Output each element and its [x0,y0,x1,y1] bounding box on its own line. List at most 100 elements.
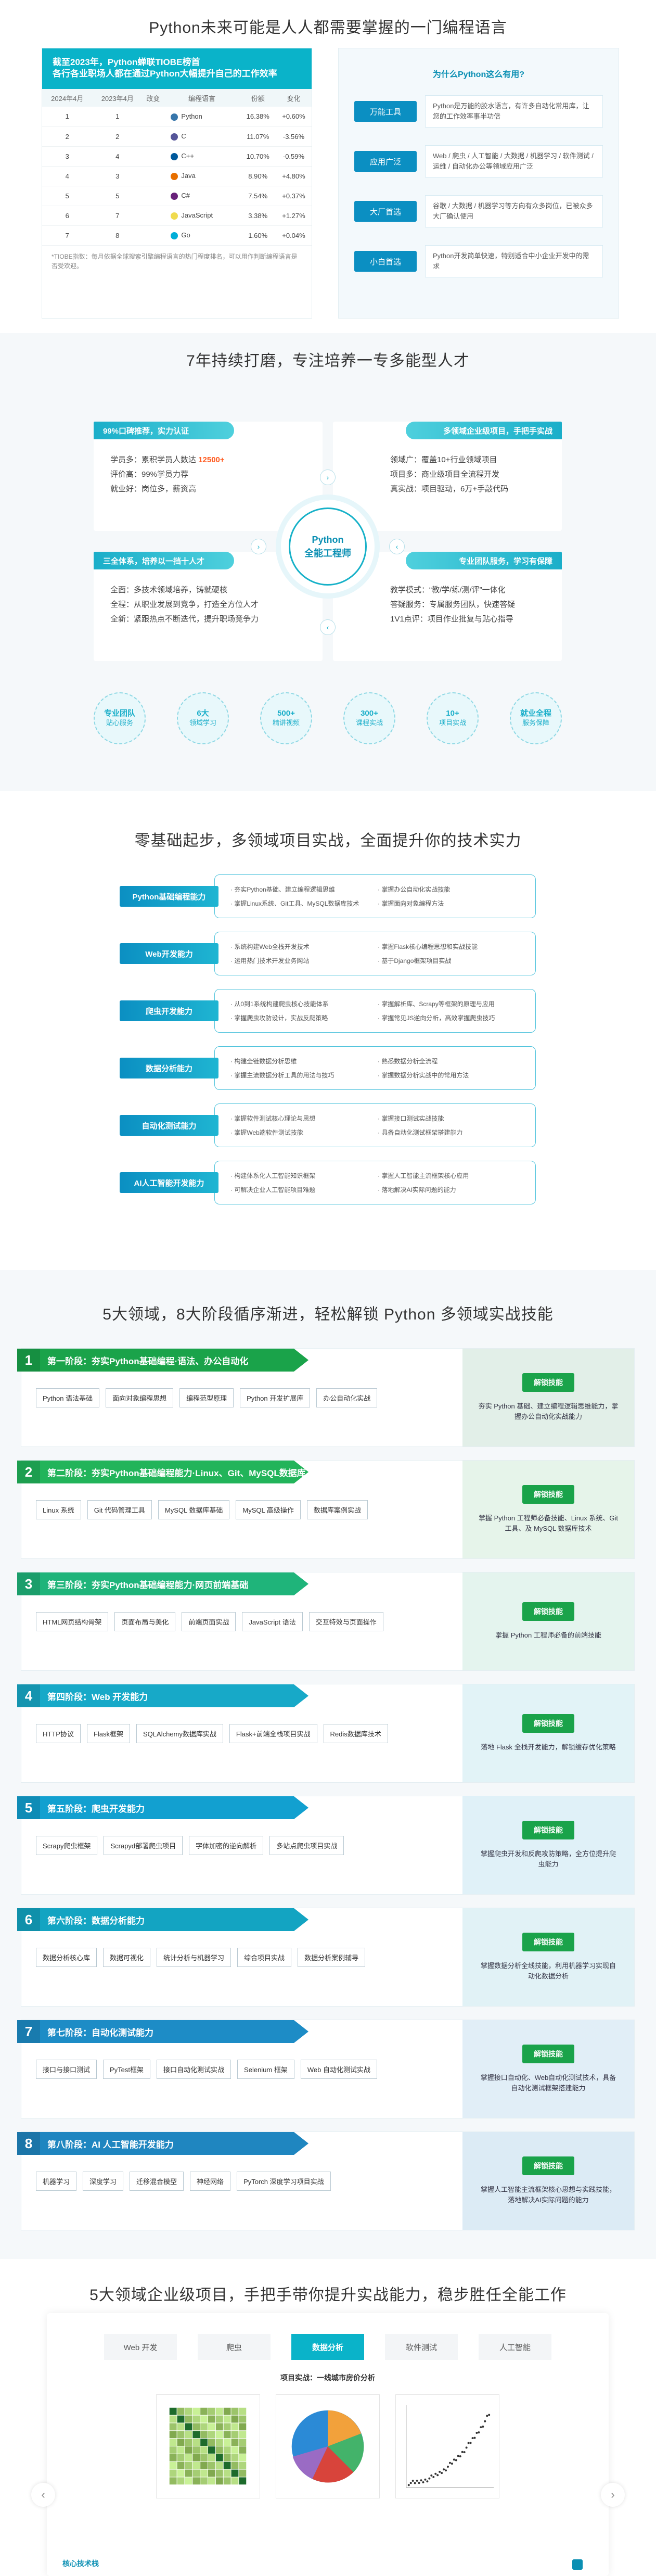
language-name: C++ [181,152,194,160]
stage-number: 3 [17,1572,40,1595]
card-body: 教学模式：“教/学/练/测/评”一体化 答疑服务：专属服务团队，快速答疑 1V1… [390,583,515,627]
language-cell: C++ [163,146,240,167]
feature-badge: 10+项目实战 [427,692,479,744]
unlock-skill-button[interactable]: 解锁技能 [522,1602,574,1621]
delta-value: -0.59% [275,146,312,167]
stage-unlock-panel: 解锁技能夯实 Python 基础、建立编程逻辑思维能力，掌握办公自动化实战能力 [462,1349,634,1446]
skill-point: 掌握数据分析实战中的常用方法 [378,1071,525,1080]
delta-value: +0.04% [275,225,312,246]
language-logo-icon [171,113,178,121]
stage-topic: Selenium 框架 [237,2060,294,2079]
project-tabs: Web 开发爬虫数据分析软件测试人工智能 [47,2334,609,2360]
badge-top: 6大 [197,709,209,718]
stage-description: 掌握 Python 工程师必备的前端技能 [495,1631,601,1639]
project-tab[interactable]: 数据分析 [291,2334,364,2360]
stage-topic: MySQL 高级操作 [236,1500,301,1519]
stage-title: 第四阶段：Web 开发能力 [47,1692,148,1702]
badge-bottom: 课程实战 [355,719,383,727]
next-arrow-icon[interactable]: › [601,2483,625,2507]
stage-number: 1 [17,1349,40,1372]
unlock-skill-button[interactable]: 解锁技能 [522,2045,574,2063]
card-header: 三全体系，培养以一挡十人才 [94,552,234,569]
why-text: Python是万能的胶水语言，有许多自动化常用库，让您的工作效率事半功倍 [425,95,603,128]
rank-current: 5 [42,186,93,206]
project-tab[interactable]: Web 开发 [104,2334,177,2360]
project-tab[interactable]: 软件测试 [385,2334,458,2360]
unlock-skill-button[interactable]: 解锁技能 [522,1485,574,1504]
feature-badge: 就业全程服务保障 [510,692,562,744]
card-header: 专业团队服务，学习有保障 [406,552,562,569]
advantage-card-system: 三全体系，培养以一挡十人才 全面：多技术领域培养，铸就硬核 全程：从职业发展到竞… [94,552,323,661]
stage-topic: 深度学习 [83,2172,124,2191]
skill-tag: Web开发能力 [120,943,218,964]
skill-point: 掌握常见JS逆向分析，高效掌握爬虫技巧 [378,1013,525,1022]
prev-arrow-icon[interactable]: ‹ [31,2483,55,2507]
unlock-skill-button[interactable]: 解锁技能 [522,1821,574,1839]
card-line: 领域广：覆盖10+行业领域项目 [390,455,497,464]
skill-point: 掌握爬虫攻防设计，实战反爬策略 [230,1013,378,1022]
badge-bottom: 项目实战 [439,719,466,727]
unlock-skill-button[interactable]: 解锁技能 [522,2156,574,2175]
stage-topic: PyTest框架 [103,2060,151,2079]
chevron-right-icon[interactable]: › [320,469,336,485]
why-tag: 大厂首选 [354,201,417,222]
card-body: 学员多：累积学员人数达 12500+ 评价高：99%学员力荐 就业好：岗位多，薪… [110,453,225,497]
table-header: 2024年4月 [42,89,93,107]
feature-badge: 6大领域学习 [177,692,229,744]
chevron-left-icon[interactable]: ‹ [320,619,336,635]
language-logo-icon [171,133,178,141]
unlock-skill-button[interactable]: 解锁技能 [522,1714,574,1733]
language-name: JavaScript [181,211,213,220]
project-tab[interactable]: 人工智能 [479,2334,551,2360]
feature-badge: 专业团队贴心服务 [94,692,146,744]
stage-unlock-panel: 解锁技能掌握人工智能主流框架核心思想与实践技能，落地解决AI实际问题的能力 [462,2132,634,2230]
why-text: Web / 爬虫 / 人工智能 / 大数据 / 机器学习 / 软件测试 / 运维… [425,145,603,177]
rank-previous: 8 [92,225,143,246]
badge-bottom: 精讲视频 [272,719,300,727]
why-item: 大厂首选谷歌 / 大数据 / 机器学习等方向有众多岗位，已被众多大厂确认使用 [354,195,603,227]
stage-title: 第六阶段：数据分析能力 [47,1915,145,1926]
skill-details: 构建全链数据分析思维熟悉数据分析全流程掌握主流数据分析工具的用法与技巧掌握数据分… [214,1046,536,1090]
rank-previous: 7 [92,206,143,226]
skill-tag: 自动化测试能力 [120,1115,218,1136]
stage-description: 落地 Flask 全栈开发能力，解锁缓存优化策略 [481,1743,616,1751]
project-tab[interactable]: 爬虫 [198,2334,271,2360]
badge-bottom: 领域学习 [189,719,216,727]
delta-value: +1.27% [275,206,312,226]
stage-topic: 数据可视化 [103,1948,151,1967]
language-logo-icon [171,212,178,220]
chevron-up-icon[interactable]: › [251,539,266,554]
stage-topic: 数据库案例实战 [306,1500,368,1519]
chevron-down-icon[interactable]: ‹ [389,539,405,554]
delta-value: +0.37% [275,186,312,206]
skill-row: 数据分析能力构建全链数据分析思维熟悉数据分析全流程掌握主流数据分析工具的用法与技… [120,1046,536,1090]
stage-header: 3 第三阶段：夯实Python基础编程能力·网页前端基础 [17,1572,308,1595]
skill-row: AI人工智能开发能力构建体系化人工智能知识框架掌握人工智能主流框架核心应用可解决… [120,1161,536,1204]
share-value: 1.60% [240,225,276,246]
ranking-footnote: *TIOBE指数：每月依据全球搜索引擎编程语言的热门程度排名，可以用作判断编程语… [52,252,298,270]
stage-title: 第三阶段：夯实Python基础编程能力·网页前端基础 [47,1580,249,1590]
card-line: 评价高：99%学员力荐 [110,470,189,479]
skill-point: 掌握主流数据分析工具的用法与技巧 [230,1071,378,1080]
rank-current: 3 [42,146,93,167]
section-python-importance: Python未来可能是人人都需要掌握的一门编程语言 截至2023年，Python… [0,0,656,333]
unlock-skill-button[interactable]: 解锁技能 [522,1373,574,1392]
stage-topic: 多站点爬虫项目实战 [269,1836,344,1855]
skill-point: 掌握软件测试核心理论与思想 [230,1114,378,1123]
ranking-header: 截至2023年，Python蝉联TIOBE榜首 各行各业职场人都在通过Pytho… [42,48,312,89]
stage-title: 第一阶段：夯实Python基础编程·语法、办公自动化 [47,1356,249,1366]
stage-description: 掌握数据分析全线技能，利用机器学习实现自动化数据分析 [480,1962,616,1980]
stage-unlock-panel: 解锁技能落地 Flask 全栈开发能力，解锁缓存优化策略 [462,1684,634,1782]
unlock-skill-button[interactable]: 解锁技能 [522,1933,574,1951]
stage-unlock-panel: 解锁技能掌握 Python 工程师必备技能、Linux 系统、Git 工具、及 … [462,1461,634,1558]
skill-point: 构建全链数据分析思维 [230,1057,378,1065]
skill-point: 落地解决AI实际问题的能力 [378,1185,525,1194]
badge-top: 10+ [446,709,459,718]
why-text: Python开发简单快速，特别适合中小企业开发中的需求 [425,245,603,277]
